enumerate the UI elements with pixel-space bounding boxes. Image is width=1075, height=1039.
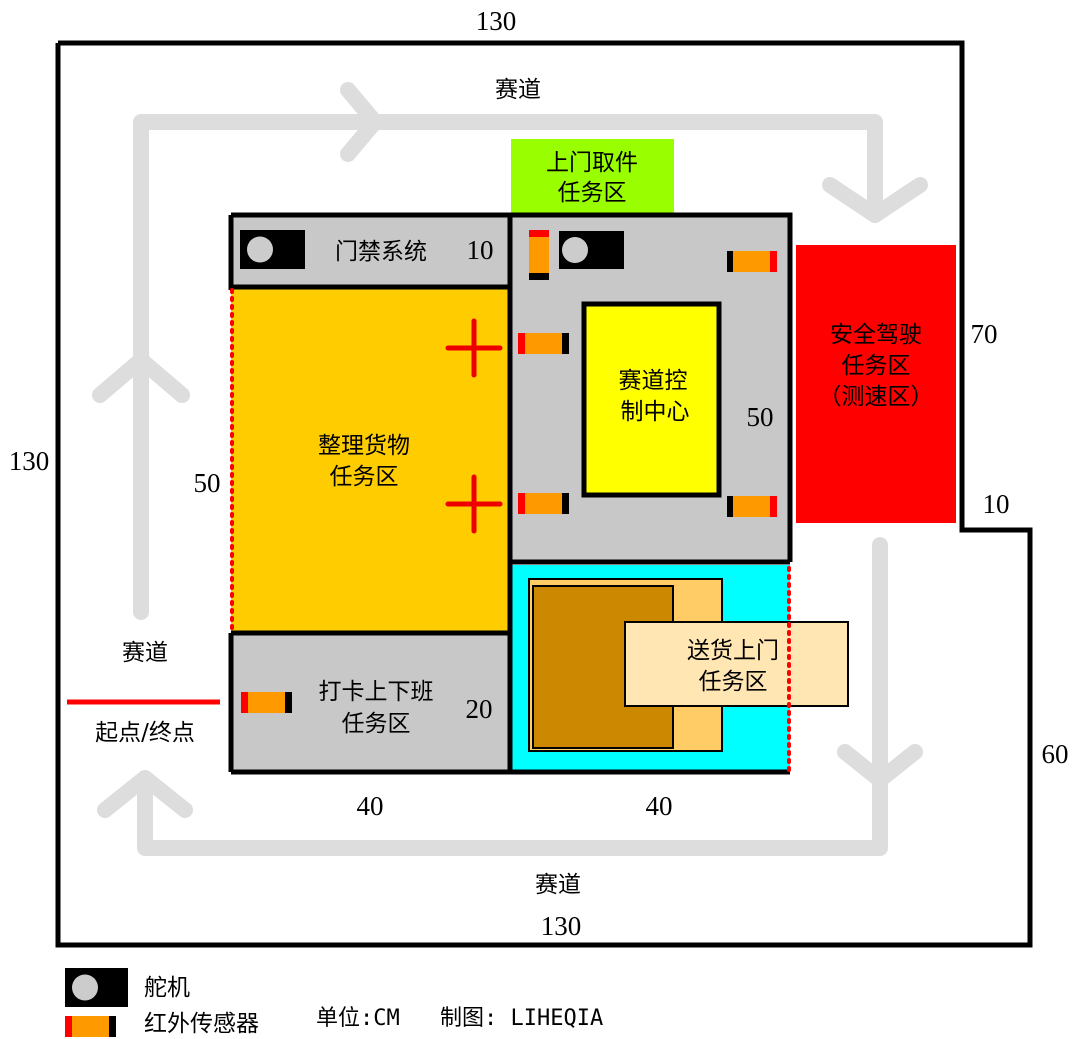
ir-sensor-icon	[727, 496, 777, 517]
dim-notch: 10	[983, 489, 1010, 519]
control-label-line2: 制中心	[621, 399, 690, 425]
safety-zone	[796, 245, 956, 523]
start-finish-label: 起点/终点	[95, 720, 195, 746]
sorting-label-line1: 整理货物	[318, 433, 410, 459]
delivery-label-line1: 送货上门	[687, 638, 779, 664]
control-center	[581, 301, 722, 498]
legend-author: 制图: LIHEQIA	[440, 1006, 603, 1031]
ir-sensor-icon	[518, 333, 569, 354]
dim-bottom-left: 40	[357, 791, 384, 821]
control-label-line1: 赛道控	[619, 368, 688, 394]
checkin-label-line2: 任务区	[342, 711, 411, 737]
dim-right-upper: 70	[971, 319, 998, 349]
delivery-label-box	[624, 621, 849, 707]
pickup-zone	[511, 139, 674, 213]
dim-bottom: 130	[541, 911, 582, 941]
legend: 舵机 红外传感器 单位:CM 制图: LIHEQIA	[65, 968, 603, 1037]
dim-zone-left: 50	[194, 468, 221, 498]
track-label-top: 赛道	[495, 77, 541, 103]
pickup-label-line1: 上门取件	[546, 150, 638, 176]
safety-label-line3: （测速区）	[819, 384, 934, 410]
legend-servo-label: 舵机	[144, 975, 190, 1001]
gate-label: 门禁系统	[335, 239, 427, 265]
servo-icon	[559, 231, 624, 269]
ir-sensor-icon	[727, 251, 777, 272]
building-outlines	[228, 212, 793, 775]
safety-label-line1: 安全驾驶	[830, 322, 922, 348]
legend-unit: 单位:CM	[316, 1006, 400, 1031]
ir-sensor-icon	[529, 230, 549, 280]
ir-sensor-icon	[65, 1016, 116, 1037]
dim-left: 130	[9, 446, 50, 476]
cross-marker-icon	[445, 318, 503, 534]
servo-icon	[65, 968, 128, 1007]
track-label-left: 赛道	[122, 640, 168, 666]
sorting-zone	[231, 285, 510, 633]
dotted-boundary	[230, 288, 791, 772]
sorting-label-line2: 任务区	[330, 464, 399, 490]
dim-checkin: 20	[466, 694, 493, 724]
legend-ir-label: 红外传感器	[144, 1011, 259, 1037]
track-label-bottom: 赛道	[535, 872, 581, 898]
servo-icon	[240, 230, 305, 269]
pickup-label-line2: 任务区	[558, 180, 627, 206]
dim-gate: 10	[467, 235, 494, 265]
track-arrow-icon	[92, 82, 928, 818]
ir-sensor-icon	[518, 493, 569, 514]
ir-sensor-icon	[241, 692, 292, 713]
dim-zone-right: 50	[747, 402, 774, 432]
safety-label-line2: 任务区	[842, 353, 911, 379]
arena-boundary	[55, 40, 1033, 948]
dim-right-lower: 60	[1042, 739, 1069, 769]
dim-bottom-right: 40	[646, 791, 673, 821]
checkin-label-line1: 打卡上下班	[319, 679, 434, 705]
delivery-label-line2: 任务区	[699, 669, 768, 695]
dim-top: 130	[476, 6, 517, 36]
